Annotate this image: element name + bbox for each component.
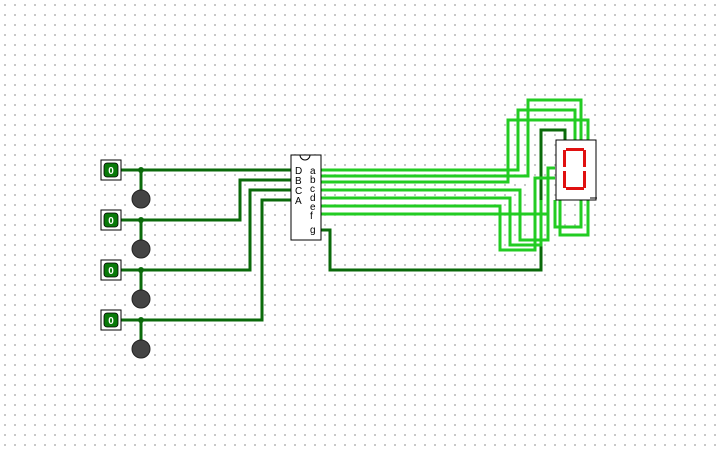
- decoder-input-label: B: [295, 176, 302, 187]
- decoder-input-label: D: [295, 166, 302, 177]
- output-probe-4[interactable]: [131, 339, 151, 359]
- segment-e: [563, 171, 566, 188]
- output-probe-2[interactable]: [131, 239, 151, 259]
- seven-segment-display[interactable]: [555, 139, 597, 201]
- input-pin-1[interactable]: 0: [100, 159, 122, 181]
- output-wires: [320, 98, 590, 252]
- decoder-output-label: c: [310, 184, 315, 195]
- input-pin-value: 0: [108, 216, 114, 227]
- junction-dot: [138, 167, 144, 173]
- decoder-output-labels: a b c d e f g: [310, 166, 316, 236]
- segment-b: [583, 150, 586, 167]
- input-pin-value: 0: [108, 266, 114, 277]
- junction-dot: [138, 267, 144, 273]
- input-wires: [120, 128, 567, 348]
- wire-output-g: [320, 128, 567, 272]
- wire-output-c: [320, 118, 590, 237]
- input-pin-4[interactable]: 0: [100, 309, 122, 331]
- decoder-input-labels: D B C A: [295, 166, 302, 207]
- decoder-input-label: C: [295, 186, 302, 197]
- wire-input-2: [120, 178, 292, 222]
- wire-output-d: [320, 188, 550, 242]
- digit-segments: [563, 148, 586, 190]
- bcd-decoder-chip[interactable]: D B C A a b c d e f g: [290, 154, 322, 241]
- input-pin-2[interactable]: 0: [100, 209, 122, 231]
- input-pin-3[interactable]: 0: [100, 259, 122, 281]
- junction-dot: [138, 217, 144, 223]
- segment-d: [566, 187, 584, 190]
- input-pin-value: 0: [108, 166, 114, 177]
- output-probe-3[interactable]: [131, 289, 151, 309]
- decoder-input-label: A: [295, 196, 302, 207]
- junction-dot: [138, 317, 144, 323]
- segment-a: [566, 148, 584, 151]
- wire-input-4: [120, 198, 292, 322]
- chip-notch: [299, 154, 311, 161]
- decoder-output-label: d: [310, 193, 316, 204]
- decoder-output-label: a: [310, 166, 316, 177]
- wire-output-extra: [320, 166, 555, 216]
- junctions: [138, 167, 144, 323]
- wire-output-f: [320, 176, 555, 252]
- decoder-output-label: g: [310, 225, 316, 236]
- decoder-output-label: b: [310, 175, 316, 186]
- segment-c: [583, 171, 586, 188]
- wire-output-b: [320, 98, 583, 229]
- wire-output-e: [320, 196, 543, 247]
- wire-input-3: [120, 188, 292, 272]
- segment-f: [563, 150, 566, 167]
- output-probe-1[interactable]: [131, 189, 151, 209]
- decoder-output-label: e: [310, 202, 316, 213]
- input-pin-value: 0: [108, 316, 114, 327]
- decoder-output-label: f: [310, 211, 313, 222]
